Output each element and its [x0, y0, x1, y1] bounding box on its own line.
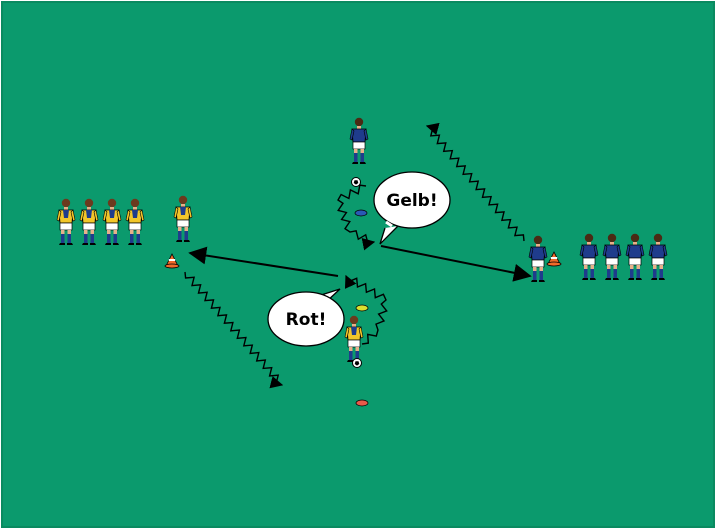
marker-disc-icon: [355, 399, 369, 407]
callout-red-text: Rot!: [286, 310, 327, 330]
marker-disc-icon: [354, 209, 368, 217]
pass-arrow-to-left-group: [188, 246, 339, 277]
pass-arrow-to-right-group: [380, 245, 532, 282]
soccer-ball-icon: [352, 358, 362, 368]
soccer-ball-icon: [351, 177, 361, 187]
marker-disc-icon: [355, 304, 369, 312]
callout-yellow-text: Gelb!: [386, 191, 437, 211]
run-path-bottom-dribble: [344, 274, 388, 345]
callout-yellow: Gelb!: [373, 171, 451, 245]
run-path-left-diagonal: [184, 271, 284, 389]
run-path-right-diagonal: [425, 122, 525, 242]
run-path-top-dribble: [337, 184, 376, 251]
callout-red: Rot!: [267, 288, 345, 347]
